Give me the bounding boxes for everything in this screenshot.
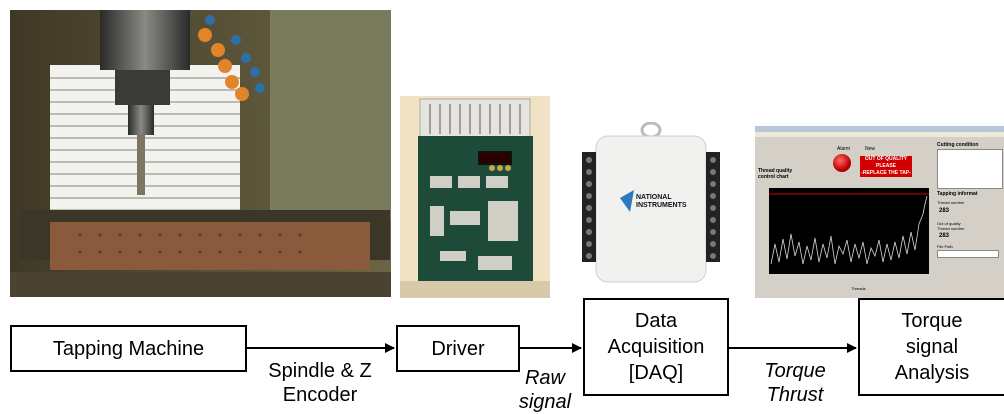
daq-device-photo: NATIONAL INSTRUMENTS [578, 122, 724, 290]
tapping-info-title: Tapping informat [937, 191, 978, 197]
quality-message: OUT OF QUALITY PLEASE -REPLACE THE TAP- [860, 156, 912, 177]
thread-number-value: 283 [939, 208, 950, 214]
torque-thrust-label: Torque Thrust [764, 360, 826, 406]
new-label: New [865, 146, 876, 152]
tapping-machine-photo [10, 10, 391, 297]
driver-block: Driver [396, 325, 520, 372]
thread-number-label: Thread number [937, 200, 965, 205]
x-axis-label: Threads [851, 286, 866, 291]
driver-photo [400, 96, 550, 298]
analysis-block: Torque signal Analysis [858, 298, 1004, 396]
ni-logo-text: NATIONAL INSTRUMENTS [636, 194, 687, 209]
raw-signal-label: Raw signal [518, 367, 572, 413]
out-of-quality-label: Out of quality Thread number [937, 221, 965, 231]
daq-block: Data Acquisition [DAQ] [583, 298, 729, 396]
out-of-quality-value: 283 [939, 233, 950, 239]
file-path-label: File Path [937, 244, 953, 249]
torque-waveform-chart [769, 188, 929, 274]
chart-title: Thread quality control chart [758, 168, 793, 180]
tapping-machine-block: Tapping Machine [10, 325, 247, 372]
encoder-label: Spindle & Z Encoder [268, 360, 372, 406]
alarm-label: Alarm [837, 146, 851, 152]
alarm-led [833, 154, 851, 172]
cutting-condition-title: Cutting condition [937, 142, 979, 148]
software-screenshot: Alarm New OUT OF QUALITY PLEASE -REPLACE… [755, 126, 1004, 298]
